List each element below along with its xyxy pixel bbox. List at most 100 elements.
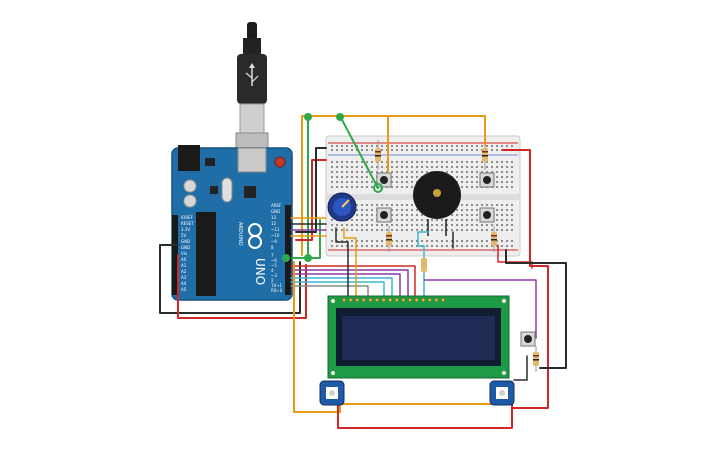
pin-label: 7 <box>271 253 274 258</box>
pin-label: GND <box>181 245 190 250</box>
push-button[interactable] <box>479 172 495 188</box>
wire-black[interactable] <box>335 227 349 299</box>
pin-label: A5 <box>181 287 187 292</box>
wire-orange[interactable] <box>339 397 501 405</box>
pin-label: A1 <box>181 263 187 268</box>
neopixel-right[interactable] <box>489 380 515 406</box>
pin-label: RX←0 <box>271 288 283 293</box>
wire-black[interactable] <box>295 147 327 233</box>
wire-purple[interactable] <box>423 279 537 339</box>
lcd-screen <box>342 316 495 360</box>
wire-orange[interactable] <box>301 115 486 256</box>
lcd-pin[interactable] <box>394 298 399 302</box>
lcd-pin[interactable] <box>355 298 360 302</box>
wire-junction[interactable] <box>336 113 344 121</box>
resistor[interactable] <box>386 226 392 252</box>
pin-label: TX→1 <box>270 283 283 288</box>
wire-black[interactable] <box>159 244 301 314</box>
pin-label: A0 <box>181 257 187 262</box>
lcd-pin[interactable] <box>375 298 379 302</box>
resistor[interactable] <box>533 346 539 372</box>
wire-purple[interactable] <box>290 269 409 299</box>
wire-cyan[interactable] <box>290 277 393 299</box>
pin-label: ~11 <box>271 227 280 232</box>
wires <box>159 115 567 429</box>
lcd-pin[interactable] <box>434 298 439 302</box>
pin-label: ~10 <box>271 233 280 238</box>
capacitor <box>183 194 197 208</box>
wire-green[interactable] <box>339 115 379 189</box>
wire-cyan[interactable] <box>290 281 385 299</box>
pin-label: A4 <box>181 281 187 286</box>
power-jack <box>178 145 200 171</box>
wire-red[interactable] <box>511 149 549 409</box>
wire-orange[interactable] <box>343 227 357 299</box>
resistor[interactable] <box>375 140 381 170</box>
power-header <box>172 215 178 295</box>
neopixel-left[interactable] <box>319 380 345 406</box>
wire-red[interactable] <box>337 401 513 429</box>
pin-label: 13 <box>271 215 277 220</box>
pin-label: 5V <box>181 233 187 238</box>
push-button[interactable] <box>376 172 392 188</box>
pin-label: 4 <box>271 268 274 273</box>
wire-red[interactable] <box>177 254 307 319</box>
pin-label: ~3 <box>271 273 277 278</box>
lcd-pin[interactable] <box>348 298 353 302</box>
lcd-pin[interactable] <box>401 298 406 302</box>
pin-label: 3.3V <box>181 227 190 232</box>
pin-label: 2 <box>271 278 274 283</box>
pin-label: GND <box>181 239 190 244</box>
wire-junction[interactable] <box>304 254 312 262</box>
usb-cable[interactable] <box>235 22 269 150</box>
wire-black[interactable] <box>505 249 567 369</box>
wire-junction[interactable] <box>304 113 312 121</box>
push-button[interactable] <box>520 331 536 347</box>
piezo-buzzer[interactable] <box>413 171 461 236</box>
crystal <box>221 177 233 203</box>
resistor[interactable] <box>491 226 497 252</box>
pin-label: 12 <box>271 221 277 226</box>
wire-orange[interactable] <box>293 261 341 413</box>
wire-junction[interactable] <box>373 183 383 193</box>
pin-label: IOREF <box>181 215 194 220</box>
reset-button[interactable] <box>274 156 286 168</box>
wire-purple[interactable] <box>290 273 401 299</box>
usb-port <box>237 147 267 173</box>
pin-label: GND <box>271 209 280 214</box>
lcd-pin[interactable] <box>408 298 412 302</box>
pin-label: Vin <box>181 251 188 256</box>
lcd-pin[interactable] <box>421 298 426 302</box>
potentiometer[interactable] <box>327 192 357 222</box>
lcd-pin[interactable] <box>388 298 393 302</box>
usb-icon <box>245 63 259 86</box>
pin-label: ~9 <box>271 239 277 244</box>
wire-black[interactable] <box>513 355 528 381</box>
push-button[interactable] <box>479 207 495 223</box>
atmega-chip <box>196 212 216 296</box>
lcd-pin[interactable] <box>342 298 346 302</box>
lcd-pin[interactable] <box>381 298 386 302</box>
wire-junction[interactable] <box>282 254 290 262</box>
pin-label: ~5 <box>271 263 277 268</box>
model-label: UNO <box>253 258 267 285</box>
wire-green[interactable] <box>291 219 321 259</box>
pin-label: 8 <box>271 245 274 250</box>
lcd-pin[interactable] <box>427 298 432 302</box>
push-button[interactable] <box>376 207 392 223</box>
wire-gray[interactable] <box>290 285 369 299</box>
lcd-pin[interactable] <box>414 298 419 302</box>
capacitor <box>183 179 197 193</box>
wire-red[interactable] <box>290 265 416 299</box>
lcd-pin[interactable] <box>441 298 445 302</box>
brand-label: ARDUINO <box>237 222 243 246</box>
lcd-pin[interactable] <box>361 298 366 302</box>
resistor[interactable] <box>421 255 427 275</box>
lcd-16x2[interactable] <box>327 295 510 379</box>
wire-red[interactable] <box>295 159 327 241</box>
lcd-pin[interactable] <box>368 298 373 302</box>
pin-label: AREF <box>271 203 282 208</box>
pin-label: A3 <box>181 275 187 280</box>
